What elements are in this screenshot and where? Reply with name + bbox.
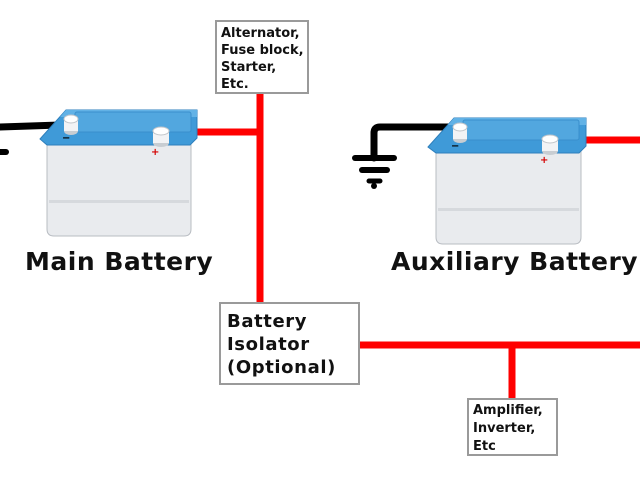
label-line: Isolator bbox=[227, 334, 310, 355]
alternator-loads-box: Alternator, Fuse block, Starter, Etc. bbox=[215, 20, 309, 94]
label-line: Starter, bbox=[221, 60, 277, 75]
main-battery: − + bbox=[39, 109, 198, 237]
aux-positive-sign: + bbox=[540, 155, 548, 166]
main-battery-negative-wire bbox=[0, 121, 64, 131]
main-battery-title: Main Battery bbox=[25, 247, 214, 276]
battery-isolator-box: Battery Isolator (Optional) bbox=[219, 302, 360, 385]
label-line: Alternator, bbox=[221, 26, 300, 41]
label-line: Inverter, bbox=[473, 421, 536, 436]
positive-terminal bbox=[152, 126, 170, 147]
negative-terminal bbox=[63, 114, 79, 135]
label-line: (Optional) bbox=[227, 357, 336, 378]
label-line: Amplifier, bbox=[473, 403, 543, 418]
amplifier-loads-box: Amplifier, Inverter, Etc bbox=[467, 398, 558, 456]
negative-wires bbox=[0, 121, 452, 162]
aux-battery-negative-wire bbox=[370, 123, 452, 162]
main-negative-sign: − bbox=[62, 133, 70, 144]
label-line: Battery bbox=[227, 311, 308, 332]
negative-terminal bbox=[452, 122, 468, 143]
label-line: Etc. bbox=[221, 77, 249, 92]
label-line: Etc bbox=[473, 439, 496, 454]
auxiliary-battery: − + bbox=[427, 117, 587, 245]
auxiliary-battery-title: Auxiliary Battery bbox=[391, 247, 639, 276]
positive-terminal bbox=[541, 134, 559, 155]
aux-negative-sign: − bbox=[451, 141, 459, 152]
label-line: Fuse block, bbox=[221, 43, 304, 58]
ground-symbol-icon bbox=[352, 155, 397, 189]
main-positive-sign: + bbox=[151, 147, 159, 158]
